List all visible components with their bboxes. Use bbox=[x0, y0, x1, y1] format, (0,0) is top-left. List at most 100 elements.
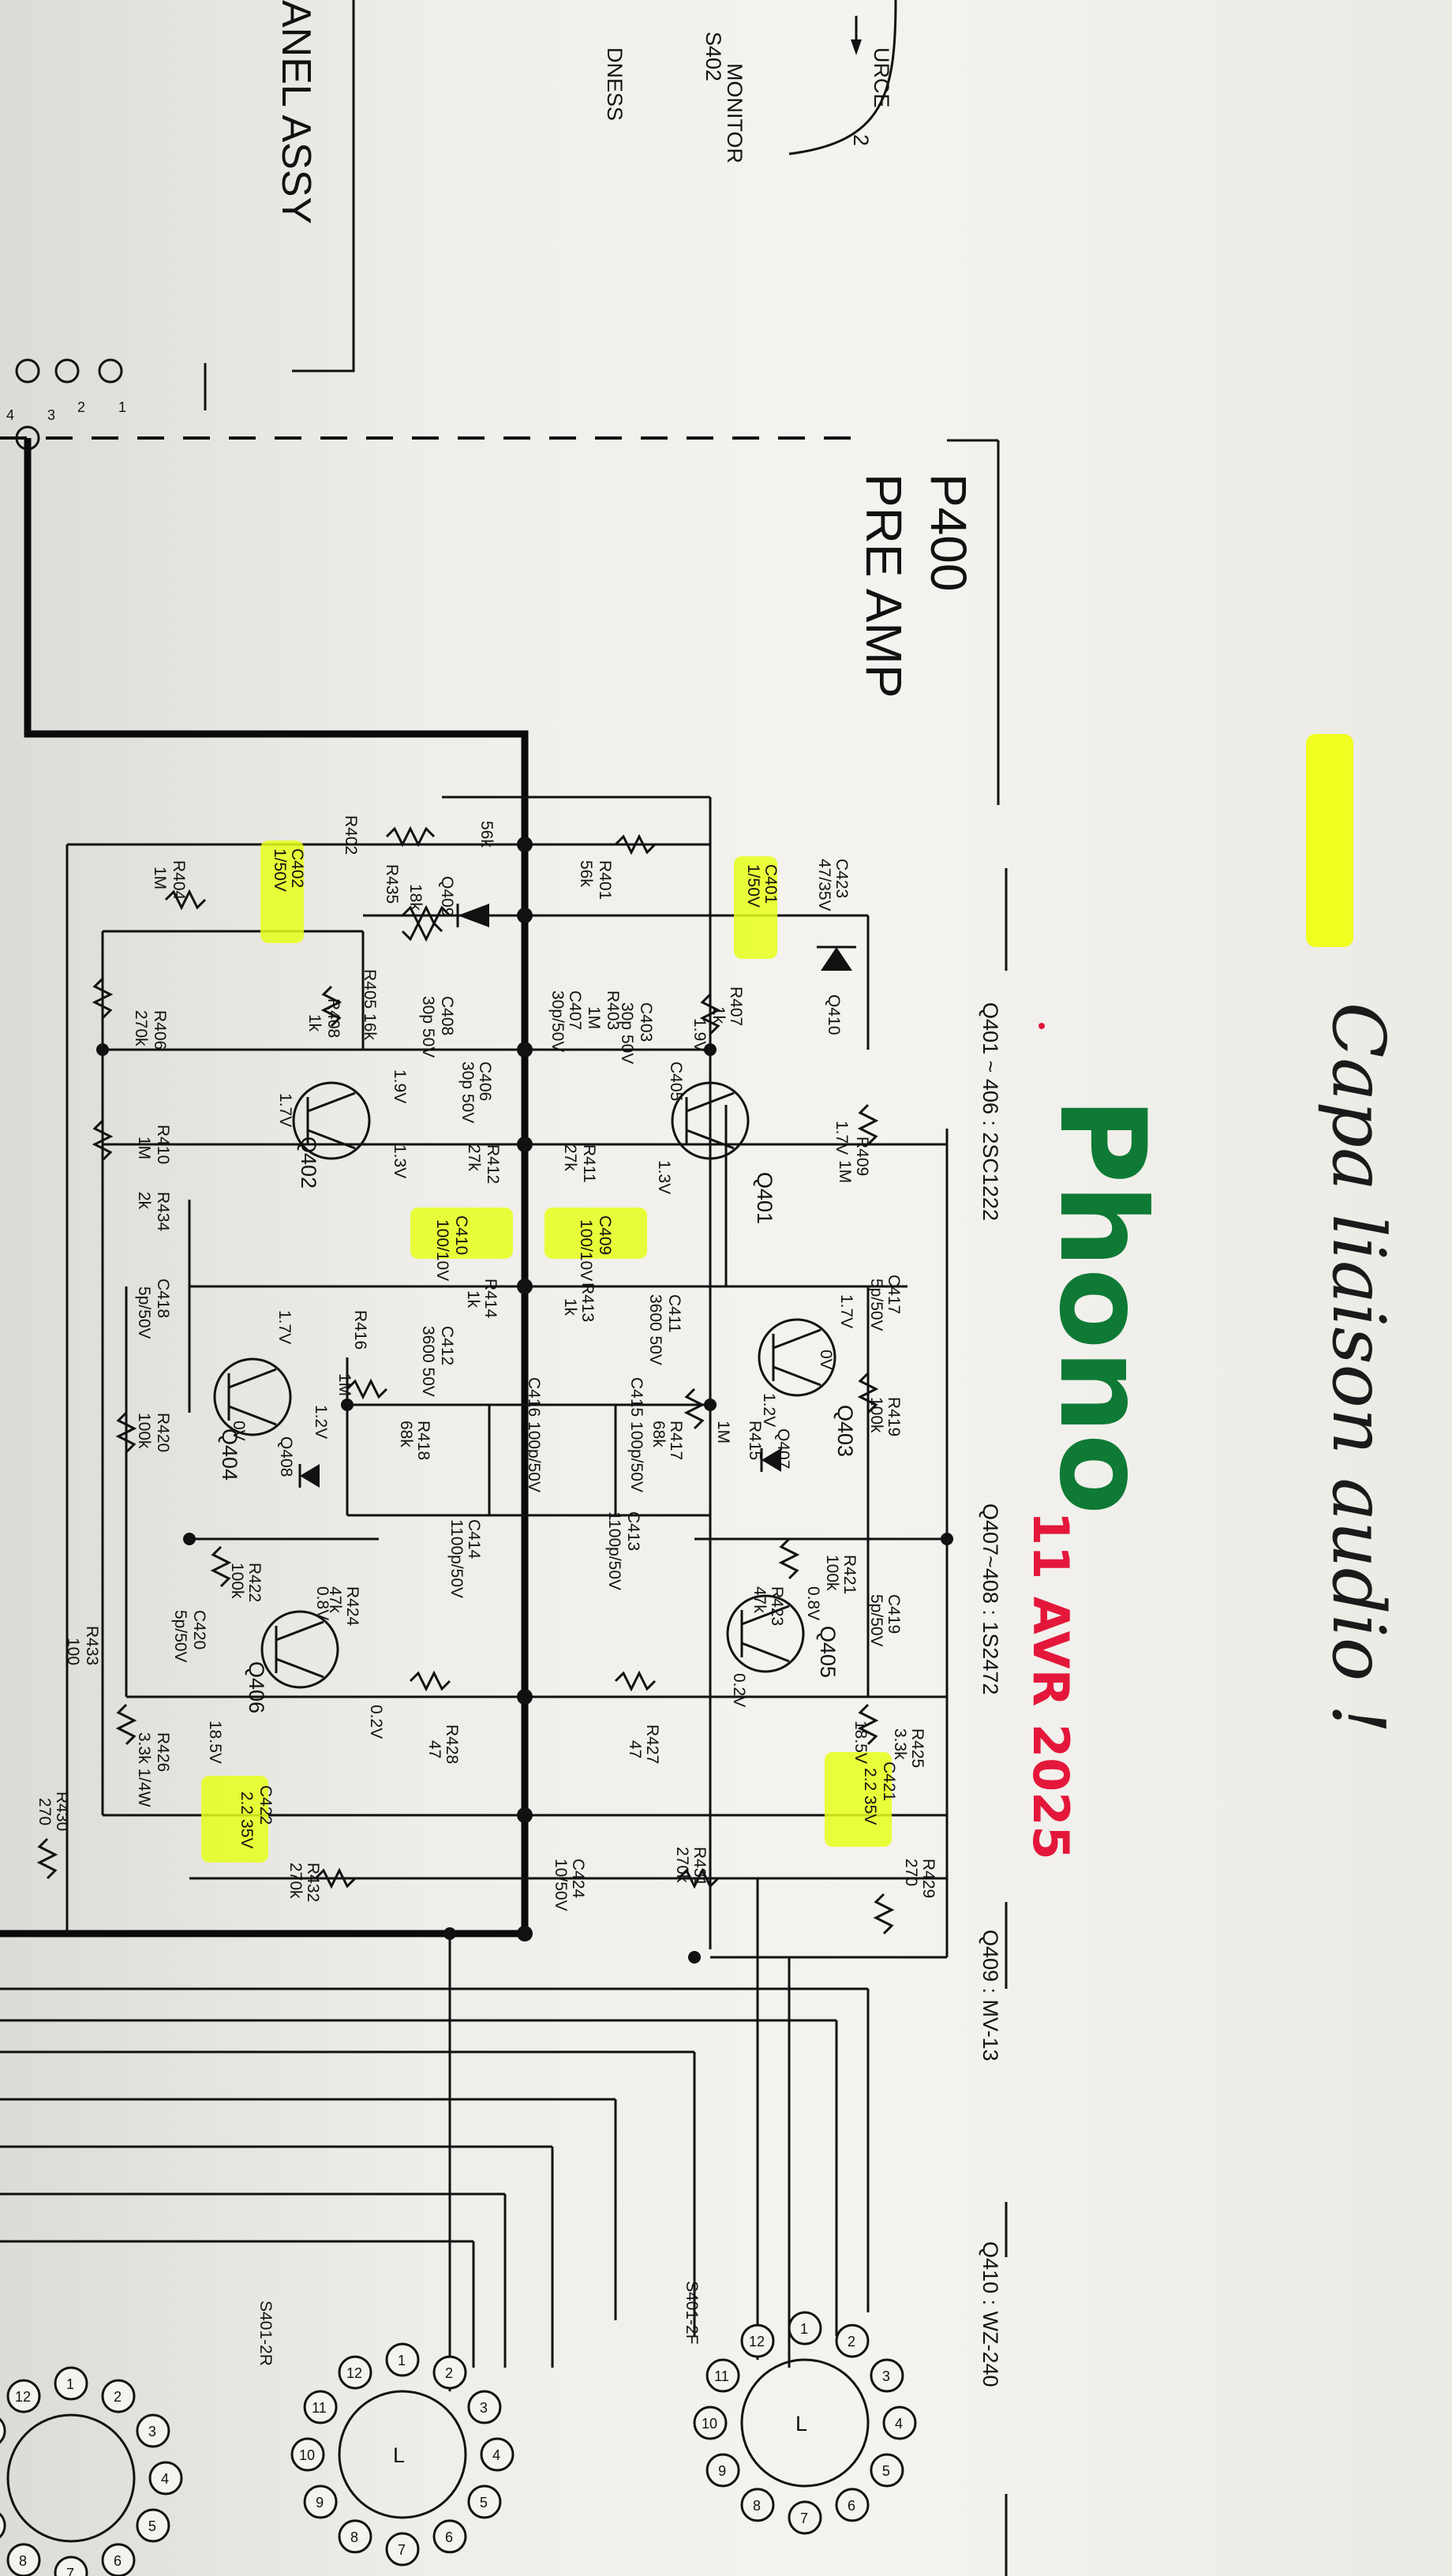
switch-partial-pin-3 bbox=[136, 2413, 170, 2448]
switch-partial-pin-6-label: 6 bbox=[114, 2553, 122, 2569]
switch-2f-pin-6-label: 6 bbox=[848, 2498, 855, 2514]
switch-2r-pin-4 bbox=[480, 2437, 515, 2472]
connector-pin-2 bbox=[54, 358, 80, 384]
switch-2f-pin-12-label: 12 bbox=[749, 2334, 765, 2349]
label-q407: Q407 bbox=[774, 1428, 792, 1469]
label-r416-value: 1M bbox=[335, 1373, 354, 1396]
label-c411: C411 bbox=[665, 1294, 683, 1333]
label-r428: R428 bbox=[443, 1724, 461, 1764]
switch-partial-pin-5 bbox=[136, 2508, 170, 2543]
board-title: P400 bbox=[920, 474, 977, 591]
label-c402: C402 bbox=[288, 848, 306, 888]
label-r422-value: 100k bbox=[228, 1563, 246, 1599]
label-r409: R409 bbox=[853, 1136, 871, 1176]
switch-2f-pin-12 bbox=[740, 2323, 775, 2358]
label-s401-2r: S401-2R bbox=[256, 2301, 275, 2366]
connector-pin-3-label: 3 bbox=[47, 407, 55, 423]
label-r413-value: 1k bbox=[561, 1298, 579, 1316]
circuit-wiring bbox=[0, 914, 947, 2391]
label-r435-value: 18k bbox=[406, 884, 425, 911]
label-r410: R410 bbox=[154, 1125, 172, 1164]
label-v0-q404: 0V bbox=[230, 1421, 248, 1441]
label-r423-value: 47k bbox=[750, 1586, 769, 1613]
resistor-symbols bbox=[36, 826, 895, 1935]
label-v12-q404: 1.2V bbox=[312, 1405, 330, 1439]
transistor-q402 bbox=[292, 1081, 371, 1160]
label-c417-value: 5p/50V bbox=[867, 1279, 885, 1331]
switch-2f-pin-9 bbox=[705, 2453, 740, 2488]
label-r414: R414 bbox=[481, 1279, 500, 1319]
handwritten-phono: Phono bbox=[1033, 1097, 1170, 1515]
label-r431: R431 bbox=[690, 1847, 709, 1886]
switch-2f-pin-3 bbox=[870, 2358, 904, 2393]
label-r421: R421 bbox=[840, 1555, 859, 1594]
switch-2r-pin-1 bbox=[385, 2342, 420, 2377]
label-r422: R422 bbox=[245, 1563, 264, 1602]
label-s401-2f: S401-2F bbox=[683, 2281, 701, 2345]
switch-2f-wafer bbox=[740, 2358, 870, 2488]
switch-2r-pin-12 bbox=[338, 2355, 372, 2390]
zener-q410 bbox=[817, 945, 856, 971]
label-r408-value: 1k bbox=[305, 1014, 324, 1032]
switch-2f-pin-11 bbox=[705, 2358, 740, 2393]
label-c402-value: 1/50V bbox=[271, 848, 289, 892]
switch-partial-pin-7 bbox=[54, 2555, 88, 2576]
red-dot bbox=[1038, 1023, 1045, 1029]
switch-2f-pin-6 bbox=[835, 2488, 870, 2522]
label-r417-value: 68k bbox=[649, 1421, 668, 1447]
label-c419-value: 5p/50V bbox=[867, 1594, 885, 1647]
label-c413: C413 bbox=[624, 1511, 642, 1551]
label-c409: C409 bbox=[596, 1215, 614, 1255]
label-r427-value: 47 bbox=[626, 1740, 644, 1758]
diode-q407 bbox=[760, 1448, 781, 1472]
label-r430: R430 bbox=[53, 1792, 71, 1831]
label-c403-value: 30p 50V bbox=[618, 1002, 636, 1064]
label-c416: C416 100p/50V bbox=[525, 1377, 543, 1492]
label-c406: C406 bbox=[476, 1061, 494, 1101]
switch-2f-pin-1-label: 1 bbox=[800, 2321, 808, 2337]
transistor-q401 bbox=[671, 1081, 750, 1160]
switch-2r-pin-5 bbox=[467, 2484, 502, 2519]
label-r425: R425 bbox=[908, 1728, 926, 1768]
label-monitor: MONITOR bbox=[723, 63, 747, 163]
label-v08-q405: 0.8V bbox=[804, 1586, 822, 1620]
label-c419: C419 bbox=[885, 1594, 903, 1634]
label-monitor-ref: S402 bbox=[702, 32, 725, 81]
switch-2r-pin-6-label: 6 bbox=[445, 2529, 453, 2545]
label-r410-value: 1M bbox=[135, 1136, 153, 1159]
label-r418-value: 68k bbox=[397, 1421, 415, 1447]
label-r416: R416 bbox=[351, 1310, 369, 1350]
switch-2r-pin-9-label: 9 bbox=[316, 2495, 324, 2510]
switch-2f-pin-2-label: 2 bbox=[848, 2334, 855, 2349]
label-v19-q401: 1.9V bbox=[690, 1018, 709, 1052]
transistor-q404 bbox=[213, 1357, 292, 1436]
label-c401-value: 1/50V bbox=[744, 864, 762, 908]
label-r403: R403 bbox=[604, 990, 622, 1030]
label-r407-value: 1k bbox=[709, 1006, 728, 1024]
label-r419-value: 100k bbox=[867, 1397, 885, 1433]
label-r426-value: 3.3k 1/4W bbox=[135, 1732, 153, 1807]
switch-2f-pin-3-label: 3 bbox=[882, 2368, 890, 2384]
label-r415-value: 1M bbox=[714, 1421, 732, 1443]
switch-partial-pin-11 bbox=[0, 2417, 6, 2444]
component-labels: R402 56k R435 18k Q409 R405 16k R401 56k… bbox=[36, 815, 937, 2366]
switch-2r-pin-10-label: 10 bbox=[299, 2447, 315, 2463]
label-c408: C408 bbox=[438, 996, 456, 1035]
label-r411-value: 27k bbox=[561, 1144, 579, 1171]
switch-2f-pin-11-label: 11 bbox=[714, 2368, 729, 2384]
connector-pin-4-label: 4 bbox=[6, 407, 14, 423]
label-r428-value: 47 bbox=[425, 1740, 443, 1758]
label-r434: R434 bbox=[154, 1192, 172, 1232]
label-c412-value: 3600 50V bbox=[419, 1326, 437, 1397]
switch-2f-pin-8 bbox=[740, 2488, 775, 2522]
label-c410: C410 bbox=[452, 1215, 470, 1255]
label-c418: C418 bbox=[154, 1279, 172, 1318]
label-r429-value: 270 bbox=[902, 1859, 920, 1886]
label-v0-q403: 0V bbox=[817, 1350, 835, 1370]
panel-box bbox=[292, 0, 355, 373]
switch-2f-pin-4-label: 4 bbox=[895, 2416, 903, 2432]
